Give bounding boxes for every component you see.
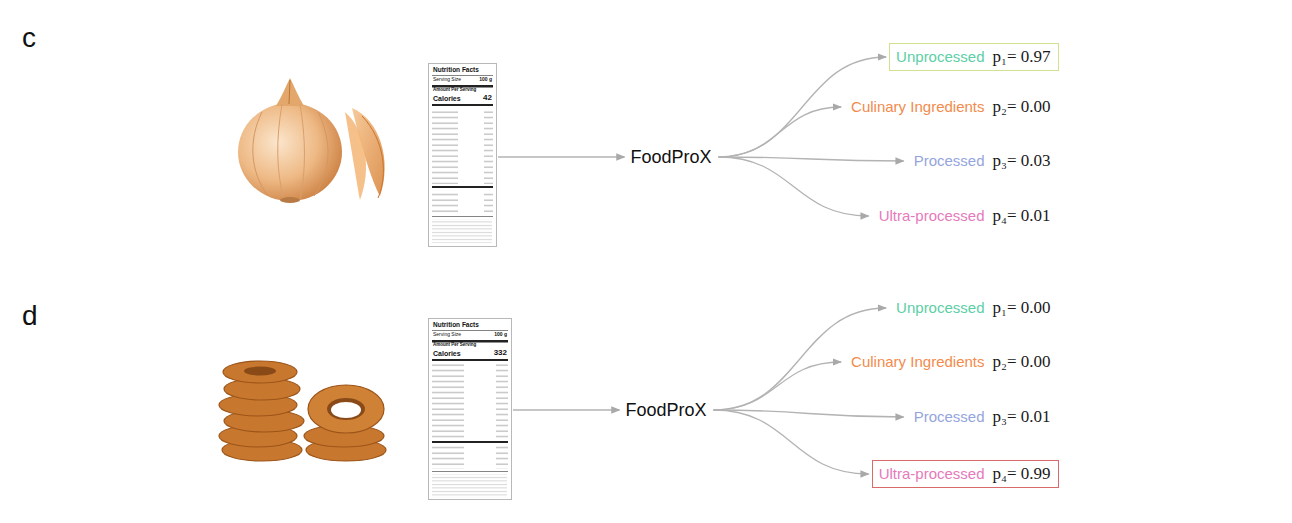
nutrition-label-drawing: [428, 318, 512, 500]
category-node: Culinary Ingredients p₂= 0.00: [844, 93, 1058, 121]
probability-value: p₄= 0.99: [993, 464, 1051, 483]
panel-letter: c: [22, 22, 36, 54]
label-text: Calories: [433, 350, 461, 357]
label-text: Serving Size: [433, 77, 461, 82]
connector-arrow: [714, 362, 842, 410]
label-text: Nutrition Facts: [433, 322, 479, 329]
category-name: Processed: [914, 408, 985, 425]
probability-value: p₃= 0.01: [993, 407, 1051, 426]
category-name: Processed: [914, 152, 985, 169]
category-name: Culinary Ingredients: [851, 98, 984, 115]
probability-value: p₁= 0.00: [993, 298, 1051, 317]
label-text: Nutrition Facts: [433, 67, 479, 74]
model-name: FoodProX: [630, 147, 711, 167]
connector-arrow: [719, 107, 842, 157]
category-name: Ultra-processed: [879, 465, 985, 482]
model-name: FoodProX: [625, 400, 706, 420]
category-node: Ultra-processed p₄= 0.01: [872, 202, 1059, 230]
panel-letter: d: [22, 300, 38, 332]
nutrition-label: Nutrition FactsServing Size 100 g Amount P…: [428, 318, 512, 500]
category-name: Unprocessed: [896, 299, 984, 316]
label-text: 100 g: [479, 77, 492, 82]
category-node: Unprocessed p₁= 0.97: [889, 43, 1058, 71]
model-node: FoodProX: [621, 398, 710, 423]
probability-value: p₃= 0.03: [993, 151, 1051, 170]
category-node: Processed p₃= 0.01: [907, 403, 1059, 431]
category-name: Ultra-processed: [879, 207, 985, 224]
label-text: Serving Size: [433, 332, 461, 337]
model-node: FoodProX: [626, 145, 715, 170]
label-text: Amount Per Serving: [433, 343, 476, 348]
nutrition-label: Nutrition FactsServing Size 100 g Amount P…: [428, 63, 497, 247]
label-text: Amount Per Serving: [433, 88, 476, 93]
label-text: 42: [483, 94, 492, 102]
onion-rings-illustration: [219, 361, 386, 461]
label-text: 100 g: [494, 332, 507, 337]
category-name: Culinary Ingredients: [851, 353, 984, 370]
connector-arrow: [498, 156, 624, 157]
probability-value: p₂= 0.00: [993, 97, 1051, 116]
category-node: Ultra-processed p₄= 0.99: [872, 460, 1059, 488]
category-node: Processed p₃= 0.03: [907, 147, 1059, 175]
connector-arrow: [719, 157, 869, 216]
category-node: Unprocessed p₁= 0.00: [889, 294, 1058, 322]
label-text: 332: [494, 349, 507, 357]
probability-value: p₁= 0.97: [993, 47, 1051, 66]
category-name: Unprocessed: [896, 48, 984, 65]
connector-arrow: [513, 409, 619, 410]
label-text: Calories: [433, 95, 461, 102]
probability-value: p₂= 0.00: [993, 352, 1051, 371]
nutrition-label-drawing: [428, 63, 497, 247]
connector-arrow: [714, 410, 869, 474]
probability-value: p₄= 0.01: [993, 206, 1051, 225]
onion-illustration: [238, 78, 385, 203]
category-node: Culinary Ingredients p₂= 0.00: [844, 348, 1058, 376]
